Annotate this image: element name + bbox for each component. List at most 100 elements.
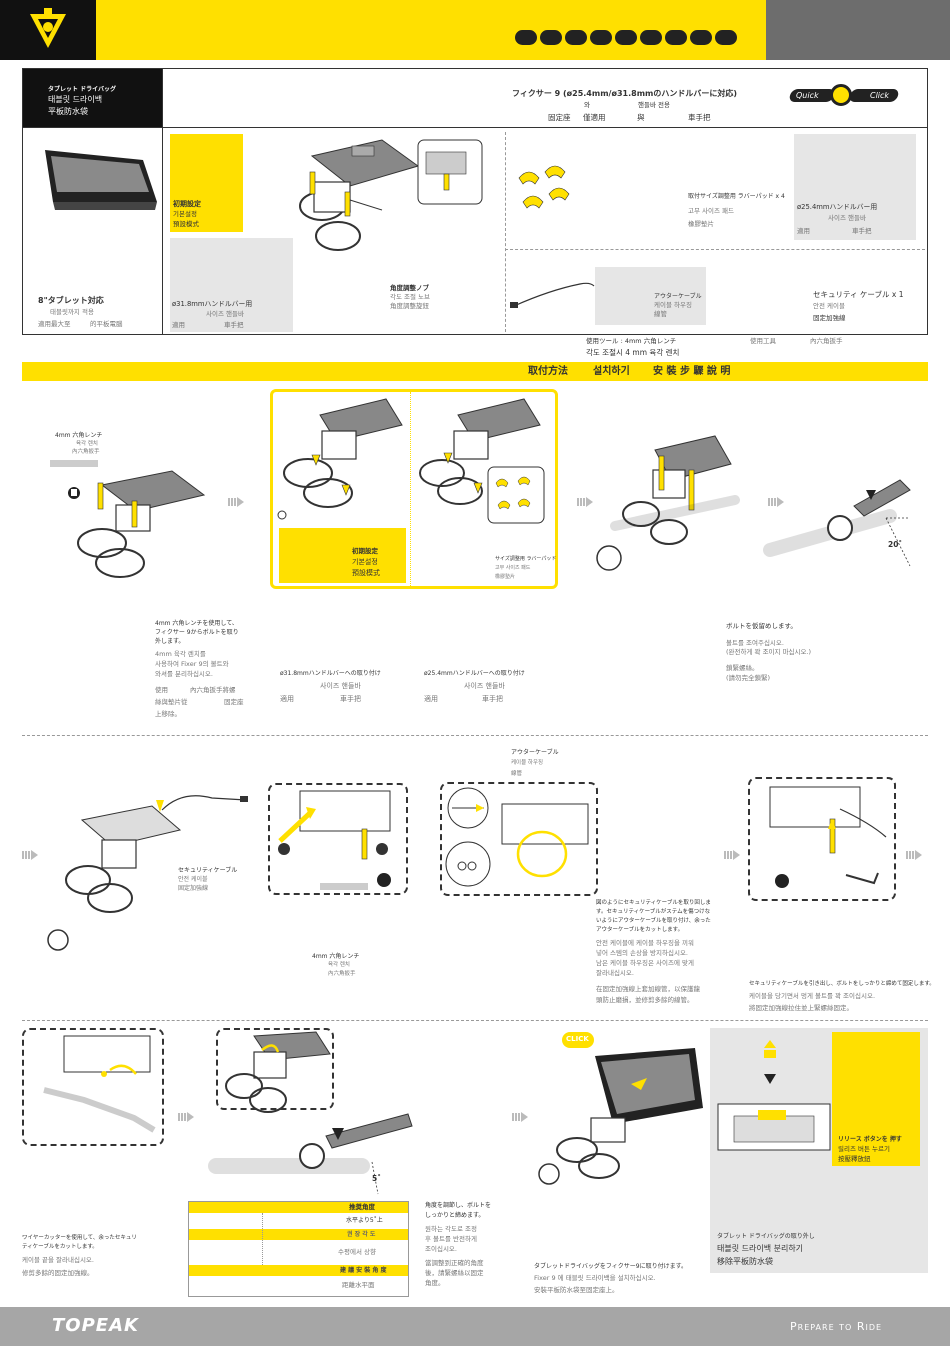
tablet-bag-illustration (45, 150, 157, 210)
header-dot (565, 30, 587, 45)
bag-name-jp: タブレット ドライバッグ (48, 86, 116, 93)
step1-wrench-cn: 內六角扳手 (72, 449, 100, 455)
step10-frame (216, 1028, 334, 1110)
topeak-logo-icon (30, 8, 66, 48)
step3-kr-1: 볼트를 조여주십시오. (726, 639, 784, 647)
step11-jp: タブレットドライバッグをフィクサー9に取り付けます。 (534, 1263, 687, 1270)
step8-illustration (769, 786, 887, 888)
step10-cn-3: 角度。 (425, 1279, 445, 1287)
step8-kr: 케이블을 당기면서 멍게 볼트를 꽉 조이십시오. (749, 992, 876, 1000)
fixer-cn-3: 與 (637, 113, 645, 122)
click-label: Click (870, 91, 890, 100)
step1-desc-cn-2: 內六角扳手將螺 (190, 686, 236, 694)
step1-desc-cn-1: 使用 (155, 686, 168, 694)
step10-jp-1: 角度を調節し、ボルトを (425, 1202, 492, 1209)
initial-setting-cn: 預設模式 (173, 220, 199, 228)
step6-illustration (278, 790, 391, 860)
install-kr: 설치하기 (593, 366, 630, 377)
fixer-cn-1: 固定座 (548, 113, 571, 122)
remove-kr: 태블릿 드라이백 분리하기 (717, 1244, 804, 1253)
header-gray-block (766, 0, 950, 60)
step1-desc-cn-4: 固定座 (224, 698, 244, 706)
contents-divider-v (162, 69, 163, 334)
pads-cn: 橡膠墊片 (688, 220, 714, 228)
step3-kr-2: (완전하게 꽉 조이지 마십시오.) (726, 648, 812, 656)
footer-slogan: Prepare to Ride (790, 1320, 883, 1333)
arrow-right-icon (178, 1112, 196, 1122)
step1-desc-kr-1: 4mm 육각 렌치를 (155, 650, 206, 658)
step7-jp-1: 図のようにセキュリティケーブルを取り回しま (596, 900, 711, 906)
step7-cn-2: 頭防止磨損，並修剪多餘的線管。 (596, 996, 694, 1004)
step5-security-kr: 안전 케이블 (178, 876, 208, 883)
step4-illustration (763, 479, 911, 567)
bag-name-kr: 태블릿 드라이백 (48, 95, 103, 104)
step9-jp-2: ティケーブルをカットします。 (22, 1244, 98, 1250)
header-dot (590, 30, 612, 45)
arrow-right-icon (512, 1112, 530, 1122)
step1-desc-jp-3: 外します。 (155, 638, 185, 645)
angle-table-header-3 (189, 1265, 408, 1276)
step10-cn-1: 當調整到正確的角度 (425, 1259, 484, 1267)
tool-jp: 使用ツール : 4mm 六角レンチ (586, 337, 677, 345)
step2-b318-jp: ø31.8mmハンドルバーへの取り付け (280, 670, 381, 677)
step4-angle: 20˚ (888, 540, 903, 549)
step8-jp: セキュリティケーブルを引き出し、ボルトをしっかりと締めて固定します。 (749, 981, 935, 987)
step2-b318-cn-1: 適用 (280, 695, 294, 703)
step2-initial-cn: 預設模式 (352, 569, 380, 577)
header-dot (540, 30, 562, 45)
outer-cable-cn: 線管 (654, 310, 667, 318)
step3-jp: ボルトを仮留めします。 (726, 622, 797, 630)
step7-kr-2: 넣어 스템의 손상을 방지하십시오. (596, 949, 688, 957)
step2-initial-kr: 기본설정 (352, 558, 378, 566)
step3-cn-1: 鎖緊螺絲。 (726, 664, 759, 672)
step10-angle-illustration (208, 1113, 413, 1195)
security-cn: 固定加強線 (813, 314, 846, 322)
bar254-jp: ø25.4mmハンドルバー用 (797, 203, 878, 211)
fixer-kr-1: 와 (584, 101, 590, 109)
pads-jp: 取付サイズ調整用 ラバーパッド x 4 (688, 193, 785, 200)
header-dot (690, 30, 712, 45)
step2-b254-cn-1: 適用 (424, 695, 438, 703)
step2-dotted-divider (410, 392, 411, 586)
step5-security-jp: セキュリティケーブル (178, 867, 238, 874)
initial-setting-box (170, 134, 243, 232)
row-divider-1 (22, 735, 928, 736)
release-button-box (832, 1032, 920, 1166)
step6-wrench-cn: 內六角扳手 (328, 971, 356, 977)
fixer-cn-4: 車手把 (688, 113, 711, 122)
release-kr: 릴리즈 버튼 누르기 (838, 1145, 890, 1153)
pads-dashed-divider (505, 132, 507, 332)
step10-jp-2: しっかりと締めます。 (425, 1212, 485, 1219)
step2-pads-cn: 橡膠墊片 (495, 574, 516, 580)
step11-kr: Fixer 9 에 태블릿 드라이백을 설치하십시오. (534, 1274, 656, 1282)
fixer-mount-illustration (299, 139, 483, 251)
step10-kr-2: 후 볼트를 반전하게 (425, 1235, 477, 1243)
contents-divider-h (23, 127, 927, 128)
step10-top-illustration (225, 1031, 331, 1113)
step9-illustration (43, 1035, 156, 1133)
step7-jp-4: アウターケーブルをカットします。 (596, 927, 684, 933)
step6-frame (268, 783, 408, 895)
header-dots (515, 30, 755, 46)
header (0, 0, 950, 60)
arrow-right-icon (768, 497, 786, 507)
security-jp: セキュリティ ケーブル x 1 (813, 290, 904, 299)
step1-desc-jp-2: フィクサー 9からボルトを取り (155, 629, 239, 636)
step11-cn: 安裝平板防水袋至固定座上。 (534, 1286, 619, 1294)
quick-click-logo: Quick Click (788, 84, 900, 106)
step1-desc-kr-2: 사용하여 Fixer 9의 볼트와 (155, 660, 229, 668)
contents-box (22, 68, 928, 335)
tablet-size-jp: 8"タブレット対応 (38, 296, 104, 305)
quick-click-emblem-icon (830, 84, 852, 106)
header-dot (715, 30, 737, 45)
bar254-kr: 사이즈 핸들바 (828, 214, 866, 222)
step7-outer-kr: 케이블 하우징 (511, 760, 544, 766)
bar318-kr: 사이즈 핸들바 (206, 310, 244, 318)
step9-jp-1: ワイヤーカッターを使用して、余ったセキュリ (22, 1235, 137, 1241)
angle-table-header-2 (189, 1229, 408, 1240)
step3-illustration (596, 435, 740, 571)
click-badge (562, 1032, 594, 1048)
fixer-kr-2: 핸들바 전용 (638, 101, 670, 109)
step10-angle: 5˚ (372, 1174, 381, 1183)
angle-knob-cn: 角度調整旋鈕 (390, 302, 429, 310)
